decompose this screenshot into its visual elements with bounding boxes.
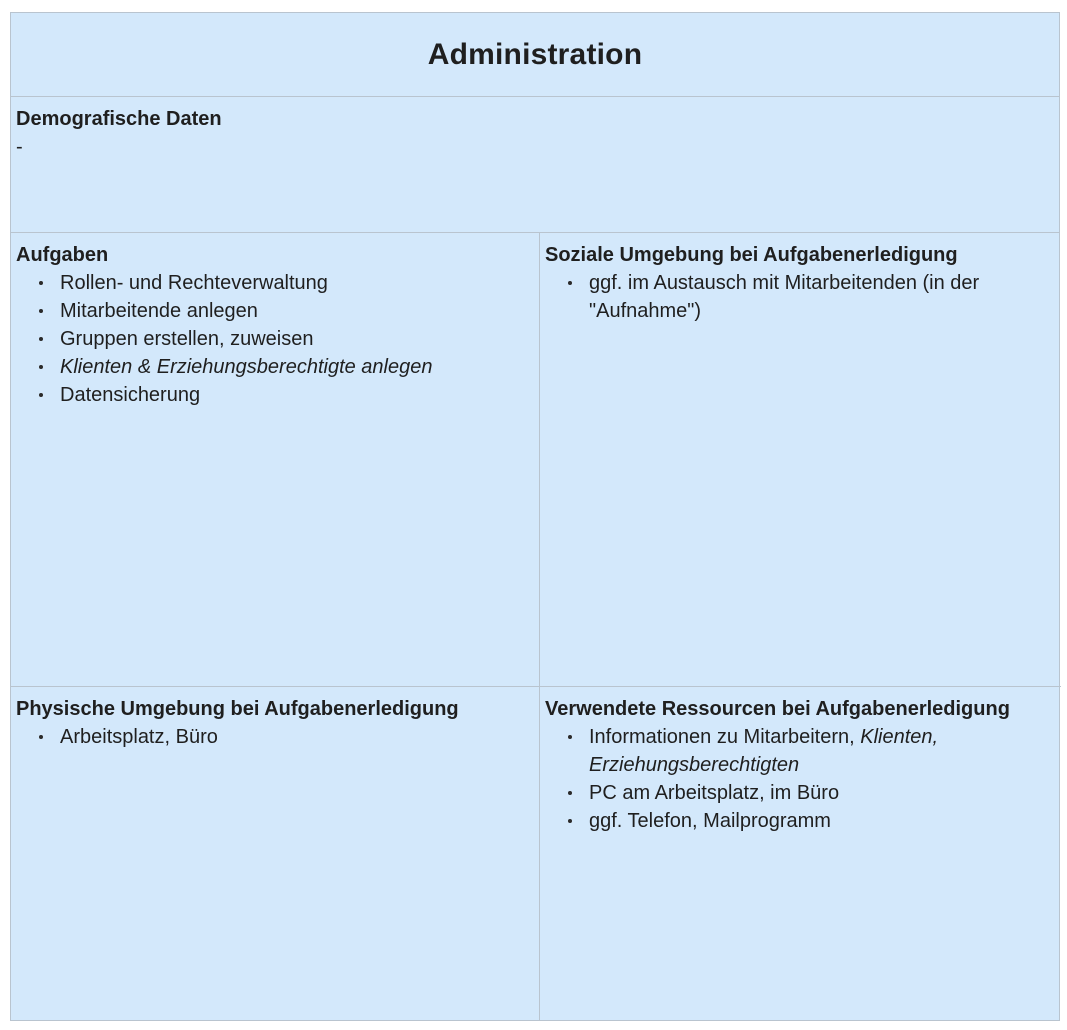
demografische-daten-heading: Demografische Daten xyxy=(16,108,222,130)
aufgaben-item-text: Klienten & Erziehungsberechtigte anlegen xyxy=(60,356,433,378)
ressourcen-item-text: PC am Arbeitsplatz, im Büro xyxy=(589,782,840,804)
ressourcen-item-text-italic: Klienten, Erziehungsberechtigten xyxy=(589,726,939,776)
ressourcen-heading: Verwendete Ressourcen bei Aufgabenerledi… xyxy=(545,698,1010,720)
bullet-icon xyxy=(39,309,43,313)
persona-task-table: Administration Demografische Daten - Auf… xyxy=(10,12,1061,1021)
aufgaben-item-text: Datensicherung xyxy=(60,384,201,406)
list-item: ggf. im Austausch mit Mitarbeitenden (in… xyxy=(545,269,1061,325)
aufgaben-item-text: Gruppen erstellen, zuweisen xyxy=(60,328,314,350)
physische-umgebung-item-text: Arbeitsplatz, Büro xyxy=(60,726,218,748)
bullet-icon xyxy=(39,281,43,285)
bullet-icon xyxy=(39,393,43,397)
ressourcen-section: Verwendete Ressourcen bei Aufgabenerledi… xyxy=(540,687,1061,1020)
aufgaben-section: Aufgaben Rollen- und Rechteverwaltung Mi… xyxy=(11,233,540,687)
list-item: Arbeitsplatz, Büro xyxy=(16,723,539,751)
page-title: Administration xyxy=(427,37,643,71)
ressourcen-item-text-plain: Informationen zu Mitarbeitern, xyxy=(589,726,861,748)
ressourcen-list: Informationen zu Mitarbeitern, Klienten,… xyxy=(545,723,1061,835)
list-item: Rollen- und Rechteverwaltung xyxy=(16,269,539,297)
aufgaben-heading: Aufgaben xyxy=(16,244,109,266)
bullet-icon xyxy=(568,735,572,739)
physische-umgebung-section: Physische Umgebung bei Aufgabenerledigun… xyxy=(11,687,540,1020)
bullet-icon xyxy=(39,337,43,341)
bullet-icon xyxy=(39,735,43,739)
soziale-umgebung-item-text: ggf. im Austausch mit Mitarbeitenden (in… xyxy=(589,272,980,322)
list-item: ggf. Telefon, Mailprogramm xyxy=(545,807,1061,835)
bullet-icon xyxy=(568,281,572,285)
bullet-icon xyxy=(568,791,572,795)
list-item: Klienten & Erziehungsberechtigte anlegen xyxy=(16,353,539,381)
ressourcen-item-text: ggf. Telefon, Mailprogramm xyxy=(589,810,831,832)
aufgaben-item-text: Mitarbeitende anlegen xyxy=(60,300,258,322)
aufgaben-list: Rollen- und Rechteverwaltung Mitarbeiten… xyxy=(16,269,539,409)
list-item: PC am Arbeitsplatz, im Büro xyxy=(545,779,1061,807)
bullet-icon xyxy=(39,365,43,369)
soziale-umgebung-heading: Soziale Umgebung bei Aufgabenerledigung xyxy=(545,244,958,266)
physische-umgebung-heading: Physische Umgebung bei Aufgabenerledigun… xyxy=(16,698,459,720)
list-item: Datensicherung xyxy=(16,381,539,409)
physische-umgebung-list: Arbeitsplatz, Büro xyxy=(16,723,539,751)
bullet-icon xyxy=(568,819,572,823)
demografische-daten-section: Demografische Daten - xyxy=(11,97,1059,233)
list-item: Gruppen erstellen, zuweisen xyxy=(16,325,539,353)
demografische-daten-value: - xyxy=(16,136,23,158)
list-item: Informationen zu Mitarbeitern, Klienten,… xyxy=(545,723,1061,779)
soziale-umgebung-section: Soziale Umgebung bei Aufgabenerledigung … xyxy=(540,233,1061,687)
title-row: Administration xyxy=(11,13,1059,97)
soziale-umgebung-list: ggf. im Austausch mit Mitarbeitenden (in… xyxy=(545,269,1061,325)
list-item: Mitarbeitende anlegen xyxy=(16,297,539,325)
aufgaben-item-text: Rollen- und Rechteverwaltung xyxy=(60,272,328,294)
